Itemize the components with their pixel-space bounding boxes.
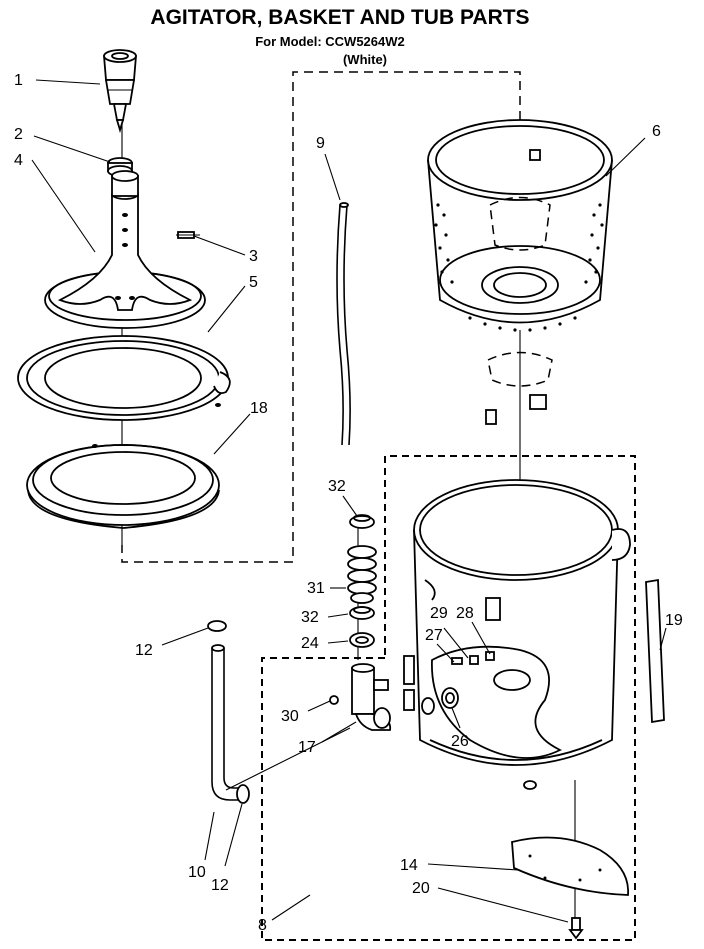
vertical-hose <box>336 202 351 446</box>
drain-tee <box>329 651 495 731</box>
diagram-title: AGITATOR, BASKET AND TUB PARTS <box>150 6 529 29</box>
callout-1: 1 <box>14 72 23 89</box>
callout-28: 28 <box>456 605 474 622</box>
hose-connector-parts <box>347 514 377 648</box>
callout-3: 3 <box>249 248 258 265</box>
tub-assembly-boundary <box>261 455 636 941</box>
callout-labels: 1 2 4 3 5 9 6 18 32 31 32 24 12 19 29 28… <box>14 72 683 934</box>
shield-screw <box>568 917 584 940</box>
model-line: For Model: CCW5264W2 <box>255 34 405 49</box>
tub-strap <box>645 578 665 724</box>
callout-20: 20 <box>412 880 430 897</box>
wash-basket <box>427 119 613 425</box>
callout-14: 14 <box>400 857 418 874</box>
callout-32b: 32 <box>301 609 319 626</box>
tub-ring <box>17 335 231 421</box>
callout-10: 10 <box>188 864 206 881</box>
callout-30: 30 <box>281 708 299 725</box>
callout-31: 31 <box>307 580 325 597</box>
agitator-cap <box>103 49 137 134</box>
callout-8: 8 <box>258 917 267 934</box>
callout-4: 4 <box>14 152 23 169</box>
callout-18: 18 <box>250 400 268 417</box>
tub-shield <box>511 836 629 896</box>
callout-26: 26 <box>451 733 469 750</box>
leader-lines <box>31 79 667 923</box>
callout-6: 6 <box>652 123 661 140</box>
callout-19: 19 <box>665 612 683 629</box>
tub-seal-ring <box>26 444 220 529</box>
callout-27: 27 <box>425 627 443 644</box>
callout-29: 29 <box>430 605 448 622</box>
callout-12a: 12 <box>135 642 153 659</box>
callout-9: 9 <box>316 135 325 152</box>
outer-tub <box>413 479 631 790</box>
agitator <box>44 170 206 329</box>
bellows <box>347 545 377 604</box>
callout-32a: 32 <box>328 478 346 495</box>
callout-24: 24 <box>301 635 319 652</box>
callout-5: 5 <box>249 274 258 291</box>
callout-2: 2 <box>14 126 23 143</box>
callout-17: 17 <box>298 739 316 756</box>
drain-hose <box>207 620 250 804</box>
color-line: (White) <box>343 52 387 67</box>
callout-12b: 12 <box>211 877 229 894</box>
agitator-screw <box>176 231 200 239</box>
basket-perforations <box>434 203 604 332</box>
